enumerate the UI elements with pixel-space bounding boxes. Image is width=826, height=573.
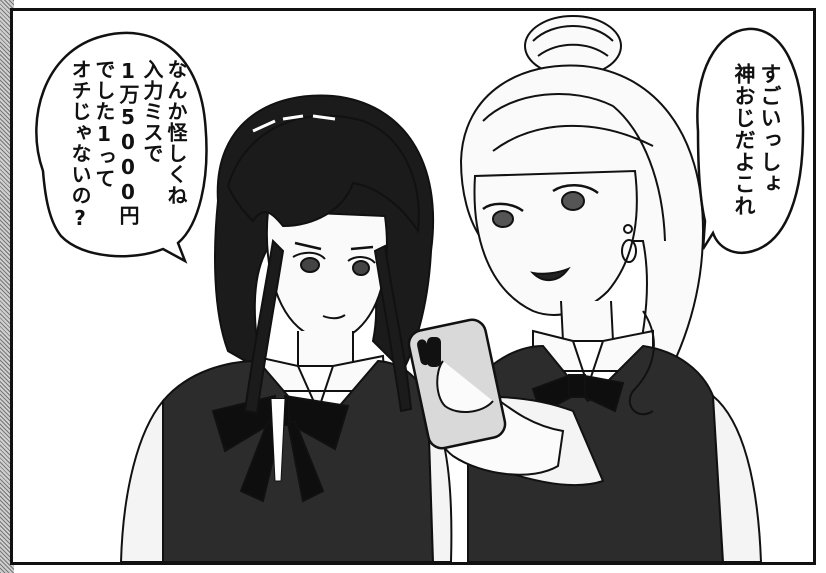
right-line-1: すごいっしょ (758, 63, 782, 195)
phone-camera-icon (427, 337, 441, 367)
dark-haired-girl (119, 94, 453, 562)
right-line-2: 神おじだよこれ (732, 63, 756, 217)
right-speech-text: すごいっしょ 神おじだよこれ (731, 63, 783, 217)
blonde-girl (433, 15, 763, 562)
left-line-1: なんか怪しくね (164, 59, 188, 206)
left-speech-text: なんか怪しくね 入力ミスで 1万5000円 でした1って オチじゃないの? (68, 59, 188, 231)
manga-panel: なんか怪しくね 入力ミスで 1万5000円 でした1って オチじゃないの? すご… (10, 8, 816, 565)
left-speech-bubble (35, 31, 208, 264)
right-speech-bubble (696, 27, 805, 254)
left-line-3: 1万5000円 (116, 59, 140, 226)
left-line-2: 入力ミスで (140, 59, 164, 164)
panel-artwork (35, 15, 805, 562)
thumb (436, 360, 494, 413)
left-line-4: でした1って (92, 59, 116, 189)
left-line-5: オチじゃないの? (68, 59, 92, 231)
